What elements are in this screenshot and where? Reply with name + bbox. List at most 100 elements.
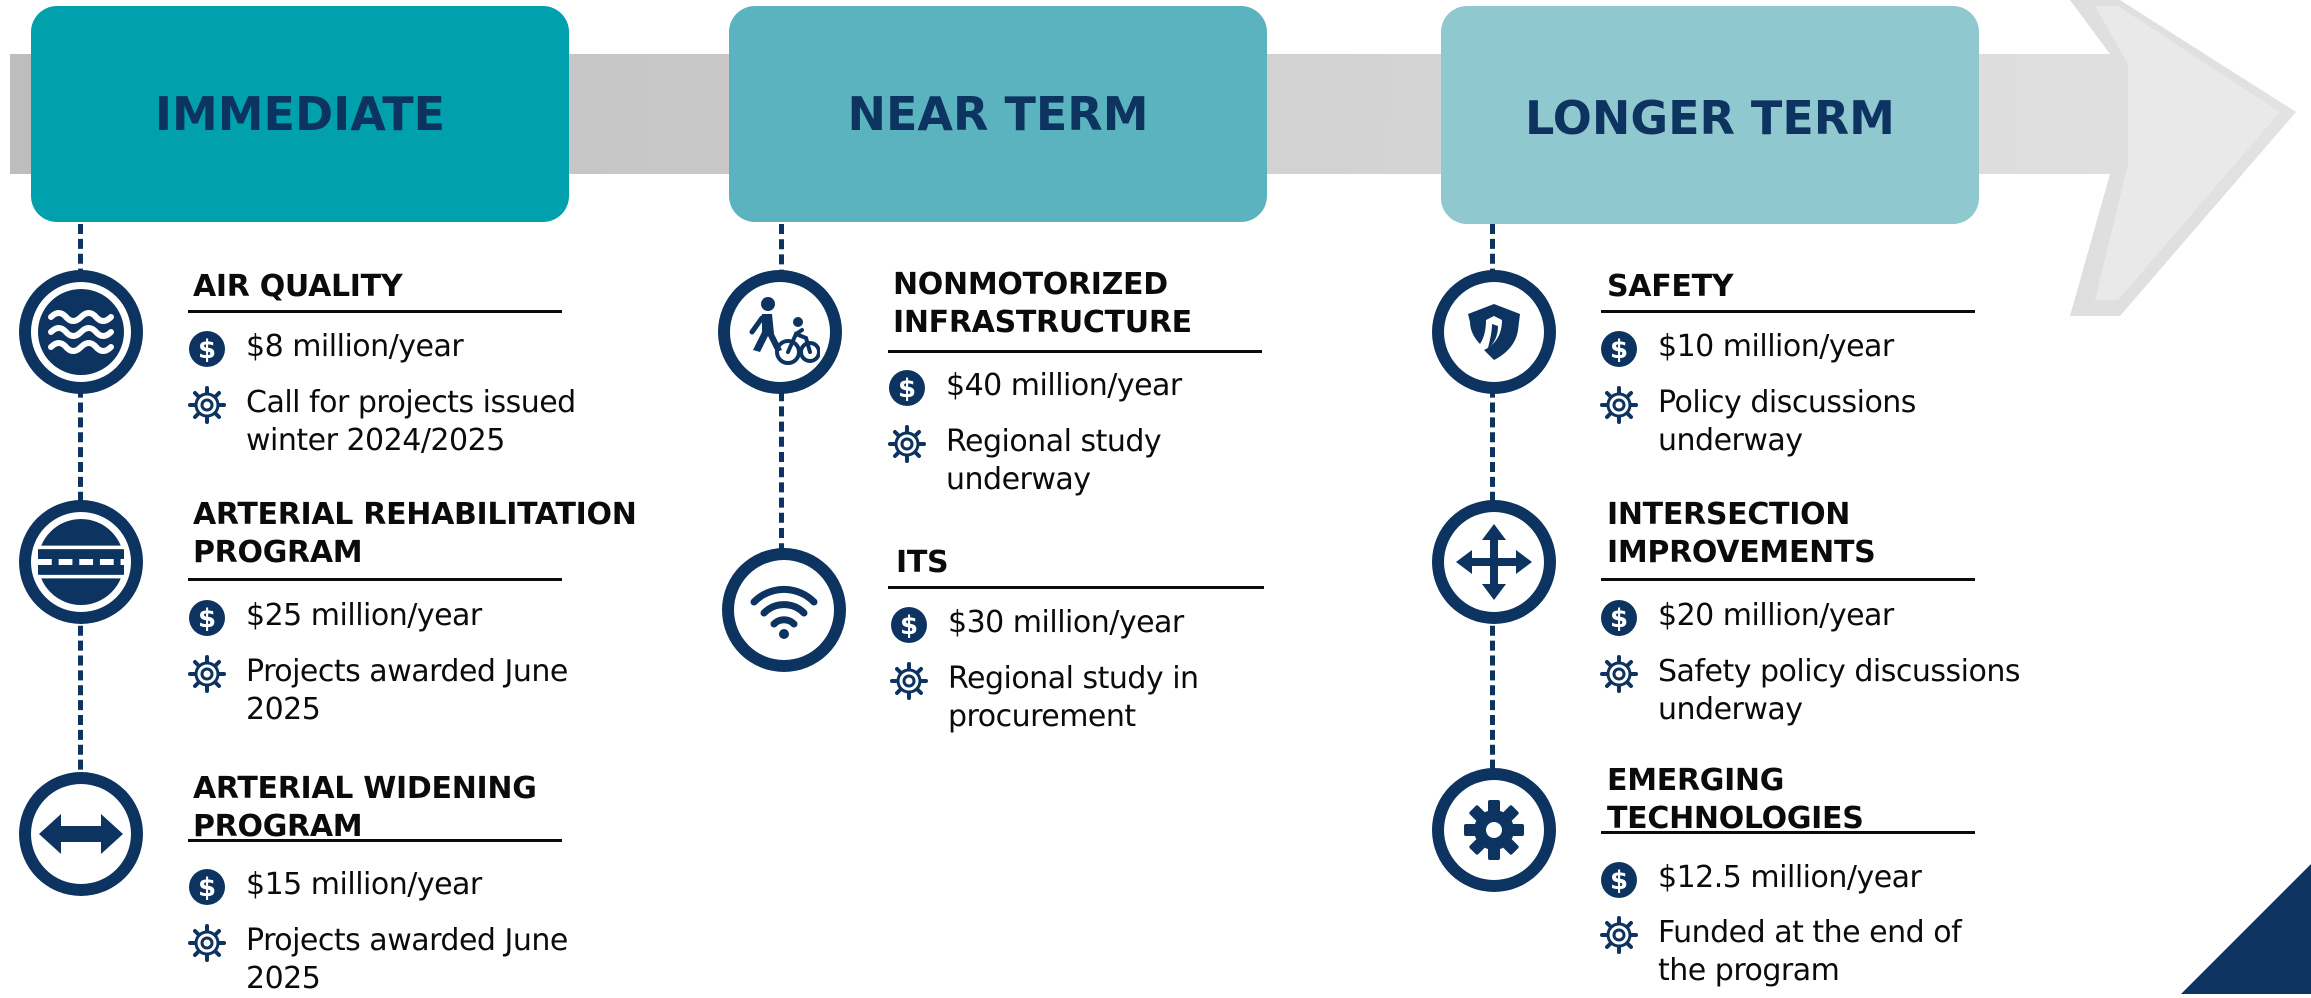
status-line: Policy discussions bbox=[1658, 385, 1916, 420]
safety-rule bbox=[1601, 310, 1975, 313]
status-line: underway bbox=[1658, 423, 1803, 458]
its-title: ITS bbox=[896, 544, 949, 582]
gear-outline-icon bbox=[890, 662, 928, 700]
status-line: winter 2024/2025 bbox=[246, 423, 505, 458]
status-line: Regional study in bbox=[948, 661, 1199, 696]
title-line: ARTERIAL WIDENING bbox=[193, 771, 537, 806]
svg-text:$: $ bbox=[900, 611, 918, 641]
nonmotorized-funding: $ $40 million/year bbox=[888, 367, 1182, 407]
dollar-icon: $ bbox=[1601, 600, 1637, 636]
arterial-rehab-status: Projects awarded June 2025 bbox=[188, 653, 568, 729]
funding-text: $25 million/year bbox=[246, 598, 482, 633]
title-line: TECHNOLOGIES bbox=[1607, 801, 1864, 836]
svg-text:$: $ bbox=[1610, 604, 1628, 634]
status-line: underway bbox=[946, 462, 1091, 497]
dollar-icon: $ bbox=[1601, 862, 1637, 898]
dollar-icon: $ bbox=[189, 331, 225, 367]
title-line: IMPROVEMENTS bbox=[1607, 535, 1876, 570]
dollar-icon: $ bbox=[189, 869, 225, 905]
title-line: SAFETY bbox=[1607, 269, 1734, 304]
status-line: Safety policy discussions bbox=[1658, 654, 2020, 689]
dollar-icon: $ bbox=[889, 370, 925, 406]
dollar-icon: $ bbox=[891, 607, 927, 643]
title-line: ITS bbox=[896, 545, 949, 580]
funding-text: $8 million/year bbox=[246, 329, 464, 364]
funding-text: $12.5 million/year bbox=[1658, 860, 1922, 895]
status-line: underway bbox=[1658, 692, 1803, 727]
air-quality-status: Call for projects issued winter 2024/202… bbox=[188, 384, 576, 460]
shield-icon bbox=[1432, 270, 1556, 394]
nonmotorized-rule bbox=[888, 350, 1262, 353]
arterial-rehab-rule bbox=[188, 578, 562, 581]
funding-text: $10 million/year bbox=[1658, 329, 1894, 364]
pedestrian-bicycle-icon bbox=[718, 270, 842, 394]
road-icon bbox=[19, 500, 143, 624]
title-line: NONMOTORIZED bbox=[893, 267, 1168, 302]
phase-longer-term: LONGER TERM bbox=[1441, 6, 1979, 224]
its-status: Regional study in procurement bbox=[890, 660, 1199, 736]
phase-immediate-label: IMMEDIATE bbox=[154, 87, 446, 141]
safety-title: SAFETY bbox=[1607, 268, 1734, 306]
gear-outline-icon bbox=[188, 924, 226, 962]
emerging-title: EMERGING TECHNOLOGIES bbox=[1607, 762, 1864, 838]
emerging-status: Funded at the end of the program bbox=[1600, 914, 1962, 990]
intersection-title: INTERSECTION IMPROVEMENTS bbox=[1607, 496, 1876, 572]
title-line: AIR QUALITY bbox=[193, 269, 403, 304]
status-line: procurement bbox=[948, 699, 1136, 734]
gear-outline-icon bbox=[1600, 655, 1638, 693]
its-funding: $ $30 million/year bbox=[890, 604, 1184, 644]
gear-outline-icon bbox=[188, 386, 226, 424]
status-line: Projects awarded June bbox=[246, 923, 568, 958]
status-line: the program bbox=[1658, 953, 1840, 988]
phase-longer-term-label: LONGER TERM bbox=[1525, 91, 1895, 145]
funding-text: $20 million/year bbox=[1658, 598, 1894, 633]
arterial-rehab-title: ARTERIAL REHABILITATION PROGRAM bbox=[193, 496, 637, 572]
arterial-widening-funding: $ $15 million/year bbox=[188, 866, 482, 906]
intersection-funding: $ $20 million/year bbox=[1600, 597, 1894, 637]
air-quality-rule bbox=[188, 310, 562, 313]
corner-decoration bbox=[2181, 864, 2311, 994]
funding-text: $40 million/year bbox=[946, 368, 1182, 403]
title-line: ARTERIAL REHABILITATION bbox=[193, 497, 637, 532]
svg-text:$: $ bbox=[1610, 866, 1628, 896]
svg-text:$: $ bbox=[198, 873, 216, 903]
title-line: INFRASTRUCTURE bbox=[893, 305, 1192, 340]
title-line: INTERSECTION bbox=[1607, 497, 1851, 532]
svg-text:$: $ bbox=[898, 374, 916, 404]
dollar-icon: $ bbox=[189, 600, 225, 636]
status-line: Regional study bbox=[946, 424, 1162, 459]
gear-outline-icon bbox=[188, 655, 226, 693]
air-quality-title: AIR QUALITY bbox=[193, 268, 403, 306]
emerging-rule bbox=[1601, 831, 1975, 834]
status-line: Funded at the end of bbox=[1658, 915, 1962, 950]
arterial-widening-title: ARTERIAL WIDENING PROGRAM bbox=[193, 770, 537, 846]
title-line: EMERGING bbox=[1607, 763, 1785, 798]
double-arrow-icon bbox=[19, 772, 143, 896]
waves-icon bbox=[19, 270, 143, 394]
dollar-icon: $ bbox=[1601, 331, 1637, 367]
intersection-status: Safety policy discussions underway bbox=[1600, 653, 2020, 729]
title-line: PROGRAM bbox=[193, 535, 363, 570]
air-quality-funding: $ $8 million/year bbox=[188, 328, 464, 368]
gear-icon bbox=[1432, 768, 1556, 892]
gear-outline-icon bbox=[1600, 916, 1638, 954]
gear-outline-icon bbox=[1600, 386, 1638, 424]
arterial-rehab-funding: $ $25 million/year bbox=[188, 597, 482, 637]
status-line: Call for projects issued bbox=[246, 385, 576, 420]
status-line: 2025 bbox=[246, 961, 321, 996]
wifi-icon bbox=[722, 548, 846, 672]
arterial-widening-status: Projects awarded June 2025 bbox=[188, 922, 568, 998]
funding-text: $30 million/year bbox=[948, 605, 1184, 640]
emerging-funding: $ $12.5 million/year bbox=[1600, 859, 1922, 899]
svg-text:$: $ bbox=[198, 604, 216, 634]
nonmotorized-status: Regional study underway bbox=[888, 423, 1162, 499]
connector-near-term bbox=[779, 224, 784, 614]
phase-near-term-label: NEAR TERM bbox=[847, 87, 1149, 141]
svg-text:$: $ bbox=[1610, 335, 1628, 365]
status-line: 2025 bbox=[246, 692, 321, 727]
its-rule bbox=[888, 586, 1264, 589]
funding-text: $15 million/year bbox=[246, 867, 482, 902]
intersection-rule bbox=[1601, 578, 1975, 581]
safety-status: Policy discussions underway bbox=[1600, 384, 1916, 460]
gear-outline-icon bbox=[888, 425, 926, 463]
